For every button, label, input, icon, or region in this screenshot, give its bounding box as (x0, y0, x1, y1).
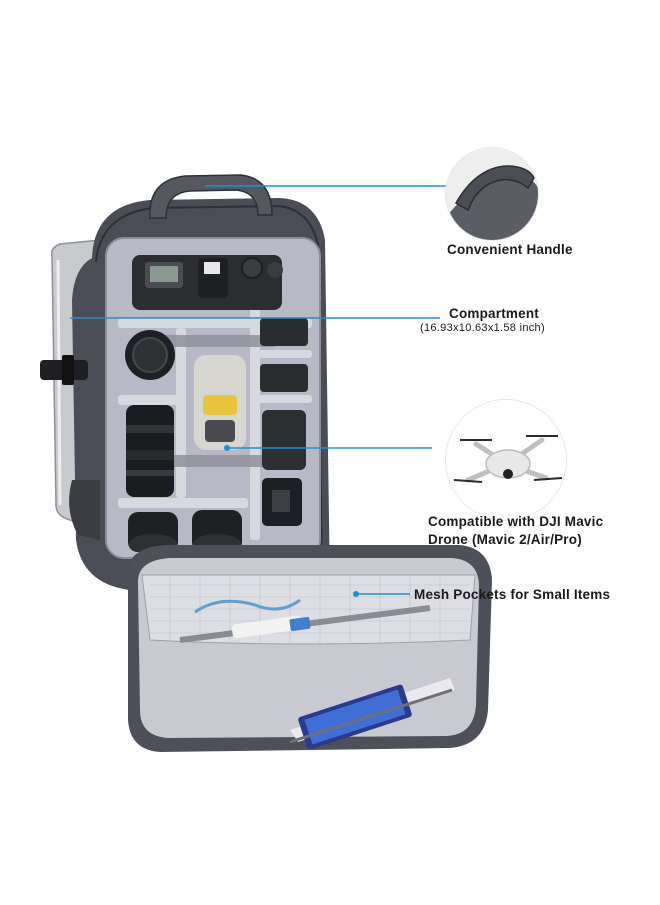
lens-cap (125, 330, 175, 380)
handle-label: Convenient Handle (447, 242, 573, 257)
camera-lens (126, 405, 174, 497)
drone-icon (446, 400, 566, 520)
compartment-size: (16.93x10.63x1.58 inch) (420, 322, 545, 334)
drone-folded (194, 355, 246, 450)
camera-body (132, 255, 283, 310)
handle-closeup (446, 148, 538, 240)
mesh-label: Mesh Pockets for Small Items (414, 587, 611, 602)
callout-pointers (70, 185, 446, 597)
drone-label-line2: Drone (Mavic 2/Air/Pro) (428, 532, 582, 547)
compartment-label: Compartment (449, 306, 539, 321)
drone-closeup (446, 400, 566, 520)
drone-label-line1: Compatible with DJI Mavic (428, 514, 604, 529)
batteries (260, 318, 308, 526)
front-flap (127, 545, 492, 752)
handle-closeup-icon (446, 148, 538, 240)
